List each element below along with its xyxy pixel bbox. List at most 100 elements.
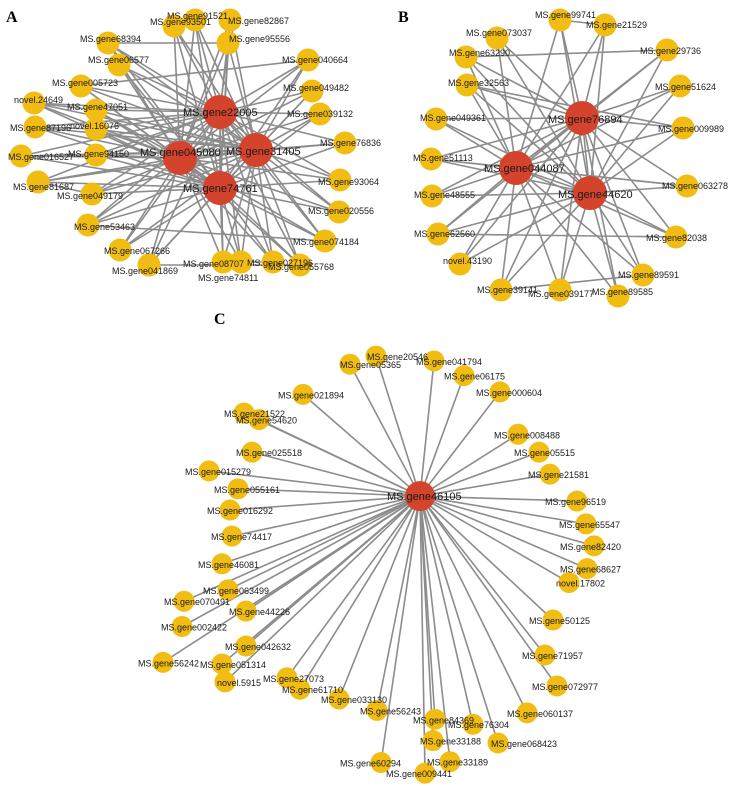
edge-a-2-23	[119, 149, 257, 251]
edge-a-0-15	[20, 111, 221, 157]
label-ms-gene042632: MS.gene042632	[225, 642, 291, 652]
edge-a-3-19	[91, 187, 221, 195]
edge-a-1-26	[179, 157, 224, 263]
node-layer	[9, 8, 699, 784]
node-ms-gene070491	[173, 590, 195, 612]
edge-a-2-20	[255, 149, 340, 213]
edge-a-3-17	[219, 179, 341, 189]
node-ms-gene29736	[655, 38, 679, 62]
node-ms-gene95556	[216, 31, 240, 55]
label-ms-gene060137: MS.gene060137	[507, 709, 573, 719]
node-ms-gene39141	[489, 278, 513, 302]
label-ms-gene020556: MS.gene020556	[308, 206, 374, 216]
edge-a-0-22	[219, 111, 326, 242]
node-ms-gene33188	[422, 730, 444, 752]
label-ms-gene51624: MS.gene51624	[655, 82, 716, 92]
label-ms-gene21529: MS.gene21529	[586, 20, 647, 30]
edge-c-0-39	[419, 495, 474, 725]
node-ms-gene06577	[107, 53, 131, 77]
node-ms-gene068423	[487, 732, 509, 754]
label-ms-gene016292: MS.gene016292	[207, 506, 273, 516]
label-ms-gene53463: MS.gene53463	[74, 222, 135, 232]
label-ms-gene021894: MS.gene021894	[278, 390, 344, 400]
edge-a-3-12	[34, 126, 221, 189]
edge-a-2-3	[107, 42, 257, 151]
node-ms-gene063278	[675, 174, 699, 198]
node-ms-gene20546	[365, 345, 387, 367]
label-ms-gene93501: MS.gene93501	[150, 17, 211, 27]
edge-c-0-32	[419, 495, 558, 687]
edge-layer	[20, 19, 688, 774]
edge-c-0-19	[221, 495, 421, 565]
label-ms-gene62560: MS.gene62560	[414, 229, 475, 239]
node-ms-gene89585	[606, 284, 630, 308]
label-ms-gene76836: MS.gene76836	[320, 138, 381, 148]
edge-a-1-8	[179, 90, 313, 159]
node-ms-gene82420	[583, 535, 605, 557]
edge-a-3-15	[20, 155, 221, 189]
node-ms-gene049179	[80, 182, 104, 206]
node-ms-gene84369	[424, 708, 446, 730]
label-ms-gene94150: MS.gene94150	[68, 149, 129, 159]
hub-ms-gene22005	[203, 95, 237, 129]
edge-b-1-1	[515, 24, 606, 169]
node-ms-gene008488	[507, 423, 529, 445]
label-ms-gene63290: MS.gene63290	[449, 48, 510, 58]
edge-c-0-40	[419, 496, 434, 741]
edge-ring-a-6	[80, 59, 309, 87]
edge-b-0-16	[500, 117, 583, 291]
label-ms-gene74811: MS.gene74811	[198, 273, 258, 283]
edge-c-0-18	[419, 495, 595, 547]
node-ms-gene000604	[489, 381, 511, 403]
node-ms-gene74417	[221, 525, 243, 547]
edge-c-0-30	[221, 495, 421, 665]
node-ms-gene05515	[528, 441, 550, 463]
node-ms-gene33189	[439, 751, 461, 773]
label-ms-gene055768: MS.gene055768	[268, 262, 334, 272]
node-ms-gene049361	[424, 107, 448, 131]
node-ms-gene074184	[313, 229, 337, 253]
edge-c-0-25	[419, 495, 554, 621]
edge-c-0-14	[419, 495, 578, 502]
label-ms-gene06577: MS.gene06577	[88, 55, 149, 65]
node-ms-gene002422	[171, 615, 193, 637]
edge-a-3-13	[95, 128, 221, 189]
label-ms-gene051314: MS.gene051314	[200, 660, 266, 670]
edge-b-1-15	[515, 167, 644, 276]
edge-a-3-14	[219, 142, 346, 189]
node-ms-gene32563	[455, 73, 479, 97]
label-ms-gene070491: MS.gene070491	[164, 597, 230, 607]
edge-a-3-16	[95, 154, 221, 189]
label-ms-gene21581: MS.gene21581	[528, 470, 589, 480]
hub-ms-gene74761	[203, 171, 237, 205]
edge-c-0-17	[231, 495, 421, 537]
label-ms-gene049179: MS.gene049179	[57, 191, 123, 201]
panel-letter-c: C	[214, 311, 226, 328]
edge-c-0-42	[380, 496, 421, 763]
label-ms-gene000604: MS.gene000604	[476, 388, 542, 398]
edge-ring-b-12	[437, 233, 677, 238]
node-ms-gene91521	[183, 8, 207, 32]
edge-a-2-21	[87, 149, 257, 226]
edge-a-3-6	[219, 59, 309, 189]
label-ms-gene44226: MS.gene44226	[229, 607, 290, 617]
edge-b-2-7	[589, 127, 684, 194]
label-ms-gene20546: MS.gene20546	[367, 352, 428, 362]
node-ms-gene71957	[534, 644, 556, 666]
edge-c-0-0	[375, 355, 421, 497]
label-ms-gene005723: MS.gene005723	[52, 78, 118, 88]
hub-label-ms-gene045080: MS.gene045080	[140, 147, 221, 159]
label-ms-gene049482: MS.gene049482	[283, 83, 349, 93]
edge-a-2-12	[34, 126, 257, 151]
node-ms-gene08707	[211, 250, 235, 274]
edge-c-0-22	[419, 495, 570, 584]
edge-a-3-5	[118, 64, 221, 189]
node-ms-gene93064	[328, 168, 352, 192]
label-ms-gene95556: MS.gene95556	[229, 34, 290, 44]
edge-a-0-9	[33, 102, 221, 113]
edge-b-0-6	[466, 84, 583, 119]
edge-b-0-4	[465, 56, 583, 119]
label-ms-gene016527: MS.gene016527	[8, 152, 74, 162]
node-ms-gene82867	[218, 8, 242, 32]
edge-a-2-27	[255, 149, 274, 263]
